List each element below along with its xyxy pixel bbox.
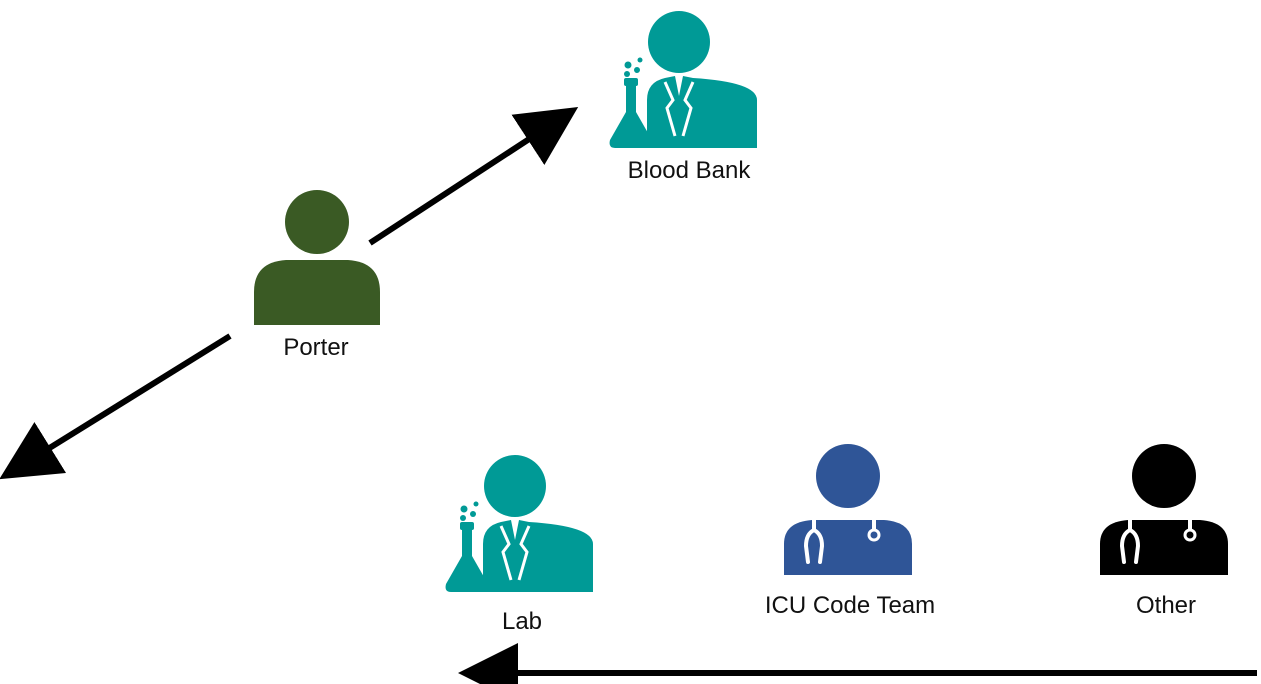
lab-scientist-icon <box>445 455 593 592</box>
lab-label: Lab <box>501 608 543 635</box>
lab-scientist-icon <box>609 11 757 148</box>
other-label: Other <box>1135 592 1197 619</box>
porter-label: Porter <box>283 334 349 361</box>
arrow-porter-to-blood-bank <box>368 107 579 246</box>
blood-bank-label: Blood Bank <box>627 157 751 184</box>
doctor-stethoscope-icon <box>1100 444 1228 575</box>
doctor-stethoscope-icon <box>784 444 912 575</box>
arrow-porter-to-offpage <box>0 333 232 480</box>
icu-code-team-label: ICU Code Team <box>764 592 936 619</box>
person-icon <box>254 190 380 325</box>
